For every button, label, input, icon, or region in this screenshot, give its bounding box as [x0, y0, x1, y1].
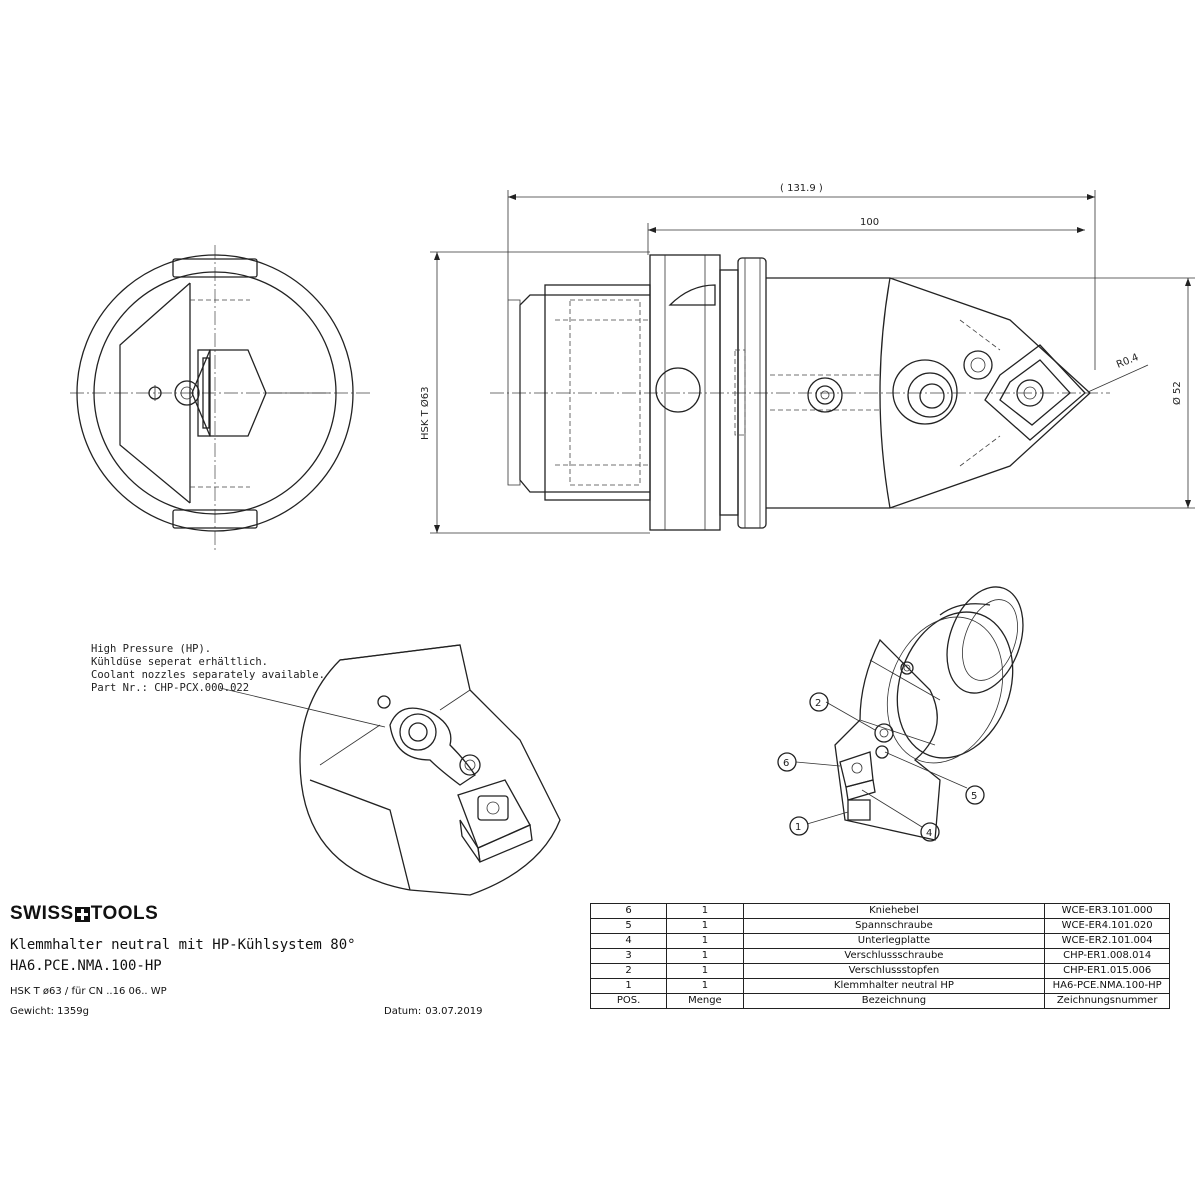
bom-number: HA6-PCE.NMA.100-HP	[1044, 978, 1170, 994]
bom-pos: 6	[589, 903, 668, 919]
bom-number: CHP-ER1.015.006	[1044, 963, 1170, 979]
side-view: ( 131.9 ) 100 HSK T Ø63 Ø 52	[419, 183, 1195, 534]
isometric-view: 2 6 5 4 1	[777, 586, 1024, 842]
callout-2: 2	[815, 698, 821, 709]
hp-note-line2: Kühldüse seperat erhältlich.	[91, 656, 268, 668]
bom-name: Verschlussstopfen	[742, 963, 1046, 979]
bom-number: CHP-ER1.008.014	[1044, 948, 1170, 964]
hp-note-line3: Coolant nozzles separately available.	[91, 669, 325, 681]
bom-number: WCE-ER2.101.004	[1044, 933, 1170, 949]
bom-pos: 2	[589, 963, 668, 979]
bom-qty: 1	[666, 963, 744, 979]
hp-note-line1: High Pressure (HP).	[91, 643, 211, 655]
swiss-cross-icon	[74, 906, 90, 922]
dim-diameter: Ø 52	[1171, 381, 1183, 405]
dim-overall-length: ( 131.9 )	[780, 183, 823, 194]
bom-name: Unterlegplatte	[742, 933, 1046, 949]
callout-4: 4	[926, 828, 932, 839]
bom-pos: 1	[589, 978, 668, 994]
callout-5: 5	[971, 791, 977, 802]
brand-left: SWISS	[10, 903, 74, 924]
table-row: 3 1 Verschlussschraube CHP-ER1.008.014	[589, 948, 1170, 964]
bom-qty: 1	[666, 948, 744, 964]
table-row: 2 1 Verschlussstopfen CHP-ER1.015.006	[589, 963, 1170, 979]
bom-header-row: POS. Menge Bezeichnung Zeichnungsnummer	[589, 993, 1170, 1009]
callout-1: 1	[795, 822, 801, 833]
detail-view: High Pressure (HP). Kühldüse seperat erh…	[91, 643, 561, 896]
bom-qty: 1	[666, 918, 744, 934]
bom-pos: 4	[589, 933, 668, 949]
drawing-title: Klemmhalter neutral mit HP-Kühlsystem 80…	[10, 937, 356, 953]
callout-6: 6	[783, 758, 789, 769]
brand-logo: SWISS TOOLS	[10, 903, 158, 925]
table-row: 1 1 Klemmhalter neutral HP HA6-PCE.NMA.1…	[589, 978, 1170, 994]
bom-qty: 1	[666, 903, 744, 919]
bom-header-qty: Menge	[666, 993, 744, 1009]
bom-pos: 3	[589, 948, 668, 964]
front-view	[70, 245, 370, 550]
bom-name: Verschlussschraube	[742, 948, 1046, 964]
date-value: 03.07.2019	[425, 1006, 483, 1017]
bom-name: Spannschraube	[742, 918, 1046, 934]
table-row: 5 1 Spannschraube WCE-ER4.101.020	[589, 918, 1170, 934]
dim-radius: R0.4	[1115, 352, 1140, 371]
bom-number: WCE-ER4.101.020	[1044, 918, 1170, 934]
dim-length: 100	[860, 217, 879, 228]
drawing-date: Datum:03.07.2019	[384, 1006, 482, 1017]
bom-number: WCE-ER3.101.000	[1044, 903, 1170, 919]
bom-header-number: Zeichnungsnummer	[1044, 993, 1170, 1009]
bom-qty: 1	[666, 933, 744, 949]
bom-name: Kniehebel	[742, 903, 1046, 919]
drawing-part-number: HA6.PCE.NMA.100-HP	[10, 958, 162, 974]
table-row: 4 1 Unterlegplatte WCE-ER2.101.004	[589, 933, 1170, 949]
drawing-weight: Gewicht: 1359g	[10, 1006, 89, 1017]
bom-header-name: Bezeichnung	[742, 993, 1046, 1009]
dim-hsk: HSK T Ø63	[419, 387, 431, 441]
bom-name: Klemmhalter neutral HP	[742, 978, 1046, 994]
date-label: Datum:	[384, 1006, 422, 1017]
hp-note-line4: Part Nr.: CHP-PCX.000.022	[91, 682, 249, 694]
drawing-spec: HSK T ø63 / für CN ..16 06.. WP	[10, 986, 167, 997]
bom-pos: 5	[589, 918, 668, 934]
bom-table: 6 1 Kniehebel WCE-ER3.101.000 5 1 Spanns…	[589, 903, 1170, 1009]
table-row: 6 1 Kniehebel WCE-ER3.101.000	[589, 903, 1170, 919]
bom-qty: 1	[666, 978, 744, 994]
bom-header-pos: POS.	[589, 993, 668, 1009]
brand-right: TOOLS	[90, 903, 159, 924]
